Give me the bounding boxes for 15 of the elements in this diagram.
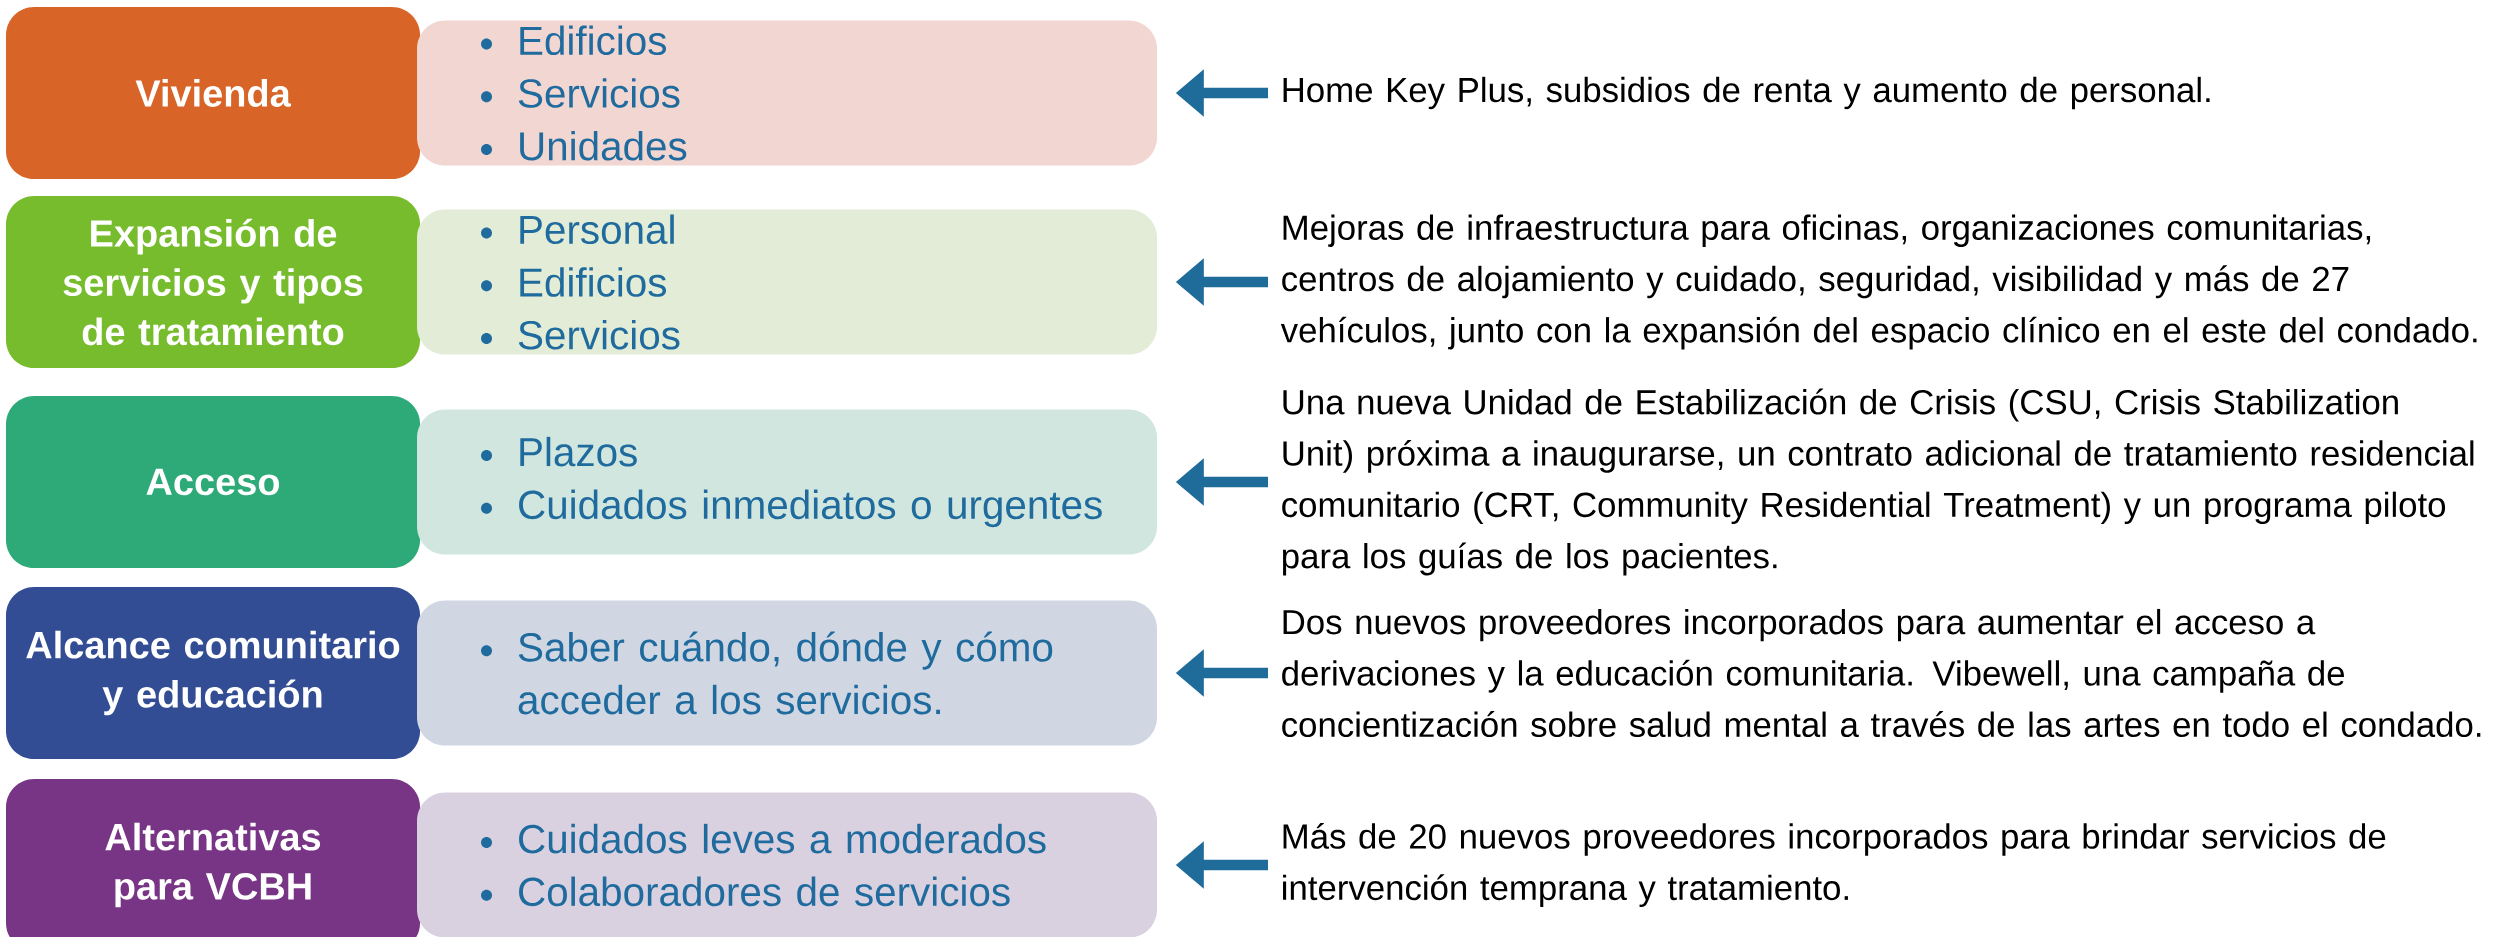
bullet-box: Edificios Servicios Unidades [417,20,1157,166]
category-box: Vivienda [6,7,421,179]
bullet-box: Saber cuándo, dónde y cómo acceder a los servicios. [417,600,1157,746]
bullet-box: Personal Edificios Servicios [417,209,1157,355]
category-box: Alcance comunitario y educación [6,587,421,759]
description-text: Una nueva Unidad de Estabilización de Crisis (CSU, Crisis Stabilization Unit) próxima a inaugurarse, un contrato adicional de tratamiento residencial comunitario (CRT, Community Residential Treatment) y un programa piloto para los guías de los pacientes. [1282,388,2474,576]
category-box: Acceso [6,396,421,568]
description-text: Home Key Plus, subsidios de renta y aumento de personal. [1283,76,2210,110]
description-text: Más de 20 nuevos proveedores incorporados para brindar servicios de intervención temprana y tratamiento. [1283,822,2386,908]
description-text: Dos nuevos proveedores incorporados para aumentar el acceso a derivaciones y la educación comunitaria. Vibewell, una campaña de concientización sobre salud mental a través de las artes en todo el condado. [1282,608,2481,738]
bullet-box: Plazos Cuidados inmediatos o urgentes [417,409,1157,555]
category-box: Expansión de servicios y tipos de tratamiento [6,196,421,368]
description-text: Mejoras de infraestructura para oficinas, organizaciones comunitarias, centros de alojamiento y cuidado, seguridad, visibilidad y más de 27 vehículos, junto con la expansión del espacio clínico en el este del condado. [1280,214,2477,350]
category-box: Alternativas para VCBH [6,779,421,937]
bullet-box: Cuidados leves a moderados Colaboradores de servicios [417,792,1157,937]
